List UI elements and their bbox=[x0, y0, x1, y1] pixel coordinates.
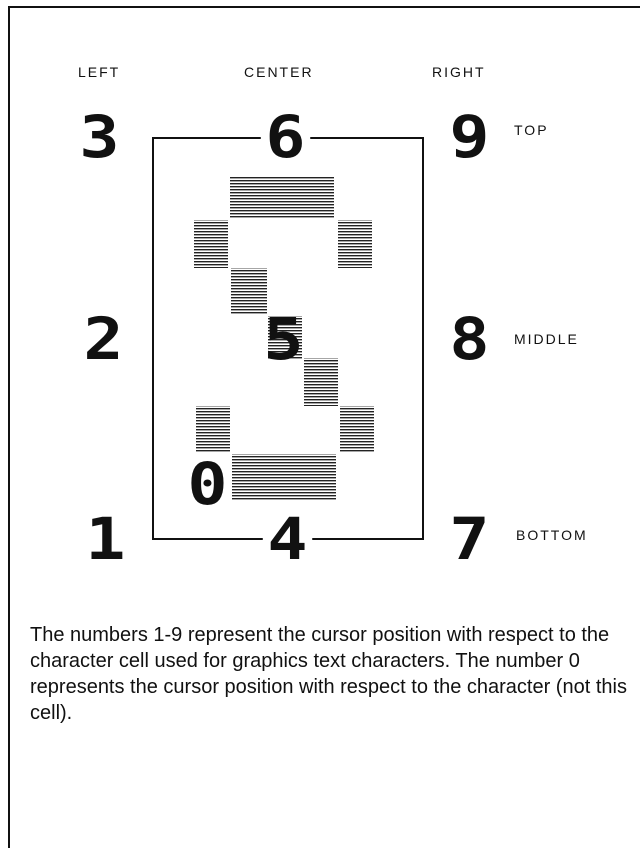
position-5: 5 bbox=[263, 305, 304, 373]
row-label-top: TOP bbox=[514, 122, 549, 138]
position-0: 0 bbox=[187, 450, 228, 518]
glyph-block bbox=[196, 406, 230, 452]
position-8: 8 bbox=[449, 305, 490, 373]
caption-text: The numbers 1-9 represent the cursor pos… bbox=[30, 624, 627, 724]
row-label-bottom: BOTTOM bbox=[516, 527, 588, 543]
figure-caption: The numbers 1-9 represent the cursor pos… bbox=[30, 622, 628, 726]
glyph-block bbox=[232, 454, 336, 500]
position-4: 4 bbox=[262, 510, 313, 568]
glyph-block bbox=[304, 358, 338, 406]
row-label-middle: MIDDLE bbox=[514, 331, 579, 347]
position-7: 7 bbox=[449, 505, 490, 573]
position-6: 6 bbox=[260, 108, 311, 166]
glyph-block bbox=[231, 268, 267, 314]
glyph-block bbox=[194, 220, 228, 268]
position-3: 3 bbox=[79, 103, 120, 171]
column-label-left: LEFT bbox=[78, 64, 121, 80]
position-2: 2 bbox=[83, 305, 124, 373]
position-1: 1 bbox=[85, 505, 126, 573]
glyph-block bbox=[340, 406, 374, 452]
column-label-right: RIGHT bbox=[432, 64, 486, 80]
glyph-block bbox=[230, 176, 334, 218]
glyph-block bbox=[268, 316, 302, 360]
figure-frame bbox=[8, 6, 640, 848]
position-9: 9 bbox=[449, 103, 490, 171]
glyph-block bbox=[338, 220, 372, 268]
column-label-center: CENTER bbox=[244, 64, 314, 80]
